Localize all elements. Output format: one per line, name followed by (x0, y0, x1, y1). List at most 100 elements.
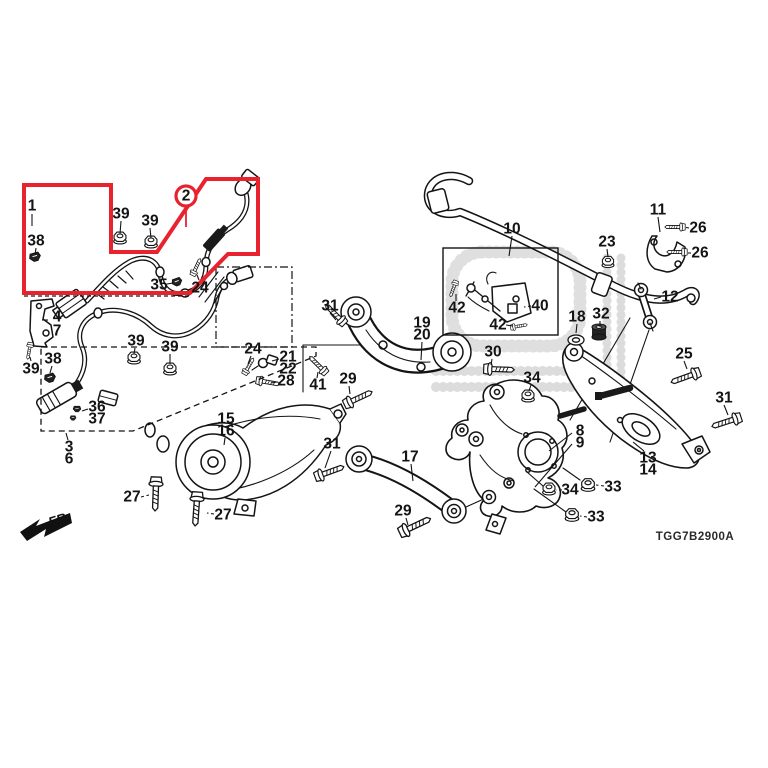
callout-20[interactable]: 20 (413, 327, 430, 344)
screw-39 (23, 341, 35, 361)
callout-19[interactable]: 19 (413, 315, 431, 332)
callout-leader-31 (329, 312, 337, 321)
callout-34[interactable]: 34 (523, 370, 541, 387)
callout-33[interactable]: 33 (604, 479, 622, 496)
callout-11[interactable]: 11 (650, 202, 667, 219)
callout-26[interactable]: 26 (691, 245, 709, 262)
bolt-31 (312, 460, 347, 484)
fr-label: FR. (46, 509, 71, 530)
callout-12[interactable]: 12 (661, 289, 678, 306)
lower-arm-b (526, 342, 711, 513)
callout-2[interactable]: 2 (182, 188, 191, 205)
callout-10[interactable]: 10 (503, 221, 520, 238)
callout-leader-23 (606, 248, 609, 258)
stabilizer-bar (423, 171, 700, 306)
washer-18 (567, 334, 585, 346)
callout-1[interactable]: 1 (28, 198, 37, 215)
callout-33[interactable]: 33 (587, 509, 605, 526)
nut-33 (564, 508, 580, 522)
callout-leader-33 (579, 515, 588, 518)
nut-23 (601, 255, 615, 269)
callout-leader-31 (723, 404, 729, 416)
callout-leader-13 (632, 441, 645, 452)
callout-41[interactable]: 41 (309, 377, 327, 394)
upper-arm (340, 296, 472, 374)
callout-6[interactable]: 6 (65, 451, 74, 468)
callout-42[interactable]: 42 (448, 300, 465, 317)
callout-37[interactable]: 37 (88, 411, 105, 428)
callout-leader-29 (405, 517, 409, 526)
rear-knuckle (445, 379, 568, 535)
callout-35[interactable]: 35 (150, 277, 168, 294)
callout-29[interactable]: 29 (339, 371, 357, 388)
callout-leader-27 (206, 512, 215, 515)
speed-sensor (251, 354, 279, 371)
callout-3[interactable]: 3 (65, 439, 74, 456)
callout-8[interactable]: 8 (576, 423, 585, 440)
callout-4[interactable]: 4 (53, 309, 62, 326)
callout-31[interactable]: 31 (323, 436, 341, 453)
stabilizer-bracket (646, 235, 687, 273)
callout-17[interactable]: 17 (401, 449, 418, 466)
callout-16[interactable]: 16 (217, 423, 235, 440)
highlight-circle-2 (174, 184, 198, 208)
callout-38[interactable]: 38 (27, 233, 45, 250)
callout-18[interactable]: 18 (568, 309, 586, 326)
callout-13[interactable]: 13 (639, 450, 657, 467)
callout-31[interactable]: 31 (715, 390, 733, 407)
callout-leader-39 (133, 347, 136, 355)
bolt-27 (147, 476, 164, 512)
bolt-25 (668, 365, 703, 389)
callout-24[interactable]: 24 (244, 341, 262, 358)
callout-leader-35 (166, 282, 174, 285)
abs-harness-lower (35, 264, 254, 415)
callout-27[interactable]: 27 (123, 489, 140, 506)
callout-21[interactable]: 21 (279, 349, 297, 366)
callout-32[interactable]: 32 (592, 306, 609, 323)
callout-29[interactable]: 29 (394, 503, 412, 520)
callout-40[interactable]: 40 (531, 298, 548, 315)
callout-31[interactable]: 31 (321, 298, 339, 315)
dashed-box-3-6 (40, 346, 317, 432)
callout-26[interactable]: 26 (689, 220, 707, 237)
callout-leader-30 (490, 358, 493, 366)
trailing-arm (144, 403, 347, 517)
bolt-31 (709, 410, 744, 434)
callout-42[interactable]: 42 (489, 317, 506, 334)
callout-23[interactable]: 23 (598, 234, 616, 251)
fr-arrow-icon (20, 513, 72, 541)
callout-leader-24 (196, 274, 200, 281)
nut-33 (580, 478, 596, 492)
callout-14[interactable]: 14 (639, 462, 657, 479)
callout-7[interactable]: 7 (53, 323, 62, 340)
harness-bracket (29, 298, 55, 348)
callout-39[interactable]: 39 (112, 206, 130, 223)
callout-39[interactable]: 39 (161, 339, 179, 356)
callout-38[interactable]: 38 (44, 351, 62, 368)
screw-24 (240, 355, 258, 377)
callout-39[interactable]: 39 (22, 361, 40, 378)
callout-24[interactable]: 24 (191, 280, 209, 297)
callout-36[interactable]: 36 (88, 399, 106, 416)
callout-15[interactable]: 15 (217, 411, 235, 428)
callout-25[interactable]: 25 (675, 346, 693, 363)
callout-9[interactable]: 9 (576, 435, 585, 452)
callout-28[interactable]: 28 (277, 373, 295, 390)
callout-leader-9 (534, 443, 573, 488)
callout-39[interactable]: 39 (141, 213, 159, 230)
callout-leader-29 (348, 385, 351, 395)
callout-leader-39 (149, 227, 152, 239)
clip-36 (72, 405, 82, 413)
callout-22[interactable]: 22 (279, 361, 296, 378)
callout-27[interactable]: 27 (214, 507, 231, 524)
nut-34 (541, 482, 557, 496)
detail-box-corner (302, 344, 361, 393)
callout-39[interactable]: 39 (127, 333, 145, 350)
clip-35 (170, 276, 184, 288)
callout-leader-10 (508, 235, 513, 257)
callout-34[interactable]: 34 (561, 482, 579, 499)
callout-leader-16 (223, 437, 226, 446)
callout-30[interactable]: 30 (484, 344, 501, 361)
